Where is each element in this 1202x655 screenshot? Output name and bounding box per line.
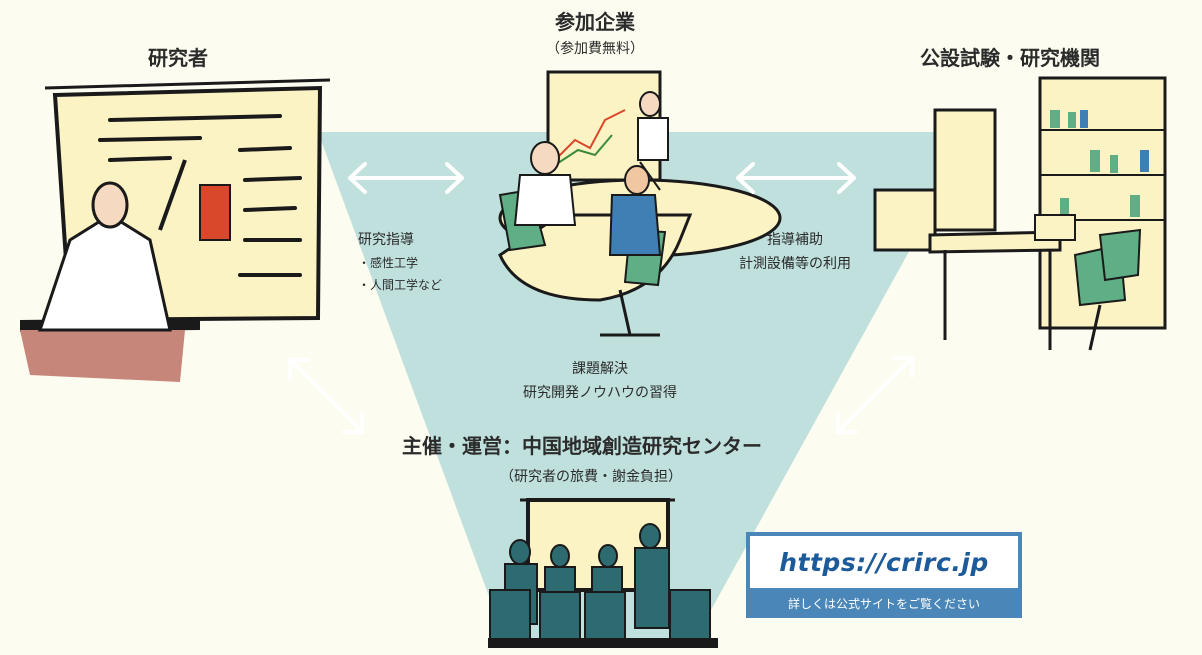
bottom-edge-line: 研究開発ノウハウの習得 [523, 385, 677, 401]
website-url[interactable]: https://crirc.jp [779, 547, 989, 577]
bottom-edge-label: 課題解決 研究開発ノウハウの習得 [495, 357, 705, 405]
website-link[interactable]: https://crirc.jp 詳しくは公式サイトをご覧ください [746, 532, 1022, 618]
right-edge-line: 計測設備等の利用 [739, 256, 851, 272]
left-edge-label: 研究指導 ・感性工学 ・人間工学など [358, 228, 442, 296]
researcher-illustration [20, 78, 331, 382]
arrow-researcher-center [288, 358, 364, 434]
arrow-institute-center [836, 356, 914, 434]
right-edge-label: 指導補助 計測設備等の利用 [720, 228, 870, 276]
right-edge-line: 指導補助 [767, 232, 823, 248]
center-subtitle: （研究者の旅費・謝金負担） [500, 469, 682, 485]
website-caption: 詳しくは公式サイトをご覧ください [787, 597, 980, 611]
left-edge-title: 研究指導 [358, 232, 414, 248]
center-title: 主催・運営：中国地域創造研究センター [402, 434, 762, 458]
company-illustration [498, 70, 782, 337]
company-title: 参加企業 [555, 10, 635, 34]
bottom-edge-line: 課題解決 [572, 361, 628, 377]
website-url-panel[interactable]: https://crirc.jp [750, 536, 1018, 588]
company-subtitle: （参加費無料） [546, 41, 644, 57]
arrow-researcher-company [348, 162, 464, 194]
relationship-triangle [318, 132, 975, 648]
left-edge-item: ・人間工学など [358, 278, 443, 292]
arrow-company-institute [736, 162, 856, 194]
institute-title: 公設試験・研究機関 [920, 46, 1100, 70]
institute-illustration [873, 76, 1167, 351]
left-edge-item: ・感性工学 [358, 256, 419, 270]
center-illustration [488, 498, 718, 648]
researcher-title: 研究者 [148, 46, 208, 70]
